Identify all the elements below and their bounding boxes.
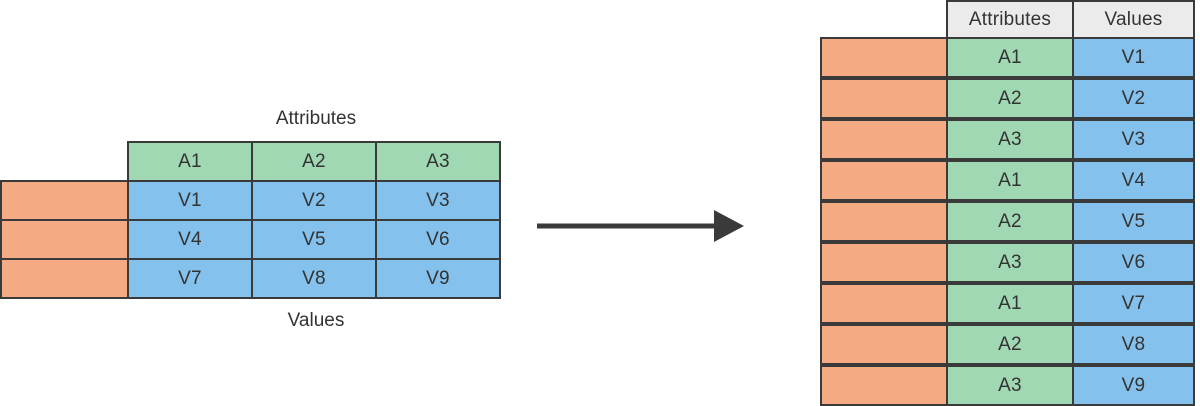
source-attribute-header-cell: A1 xyxy=(127,141,253,182)
result-key-cell xyxy=(820,78,948,119)
source-value-cell: V7 xyxy=(127,258,253,299)
result-header-attributes: Attributes xyxy=(946,0,1074,39)
source-value-cell: V2 xyxy=(251,180,377,221)
result-attribute-cell: A3 xyxy=(946,365,1074,406)
result-value-cell: V9 xyxy=(1072,365,1195,406)
result-attribute-cell: A3 xyxy=(946,119,1074,160)
result-attribute-cell: A1 xyxy=(946,283,1074,324)
result-attribute-cell: A1 xyxy=(946,160,1074,201)
source-attribute-header-cell: A3 xyxy=(375,141,501,182)
source-key-cell xyxy=(0,180,129,221)
result-key-cell xyxy=(820,201,948,242)
source-value-cell: V6 xyxy=(375,219,501,260)
result-value-cell: V3 xyxy=(1072,119,1195,160)
result-value-cell: V7 xyxy=(1072,283,1195,324)
arrow-icon xyxy=(537,210,744,242)
result-key-cell xyxy=(820,365,948,406)
source-value-cell: V1 xyxy=(127,180,253,221)
result-value-cell: V8 xyxy=(1072,324,1195,365)
result-key-cell xyxy=(820,37,948,78)
transform-arrow xyxy=(530,200,750,256)
result-key-cell xyxy=(820,242,948,283)
source-key-cell xyxy=(0,219,129,260)
source-value-cell: V5 xyxy=(251,219,377,260)
result-value-cell: V2 xyxy=(1072,78,1195,119)
source-key-cell xyxy=(0,258,129,299)
result-attribute-cell: A3 xyxy=(946,242,1074,283)
result-value-cell: V5 xyxy=(1072,201,1195,242)
source-bottom-label: Values xyxy=(287,310,345,331)
result-header-values: Values xyxy=(1072,0,1195,39)
result-value-cell: V4 xyxy=(1072,160,1195,201)
source-value-cell: V3 xyxy=(375,180,501,221)
result-attribute-cell: A2 xyxy=(946,78,1074,119)
source-value-cell: V4 xyxy=(127,219,253,260)
result-value-cell: V1 xyxy=(1072,37,1195,78)
result-key-cell xyxy=(820,160,948,201)
result-value-cell: V6 xyxy=(1072,242,1195,283)
result-attribute-cell: A1 xyxy=(946,37,1074,78)
result-attribute-cell: A2 xyxy=(946,324,1074,365)
result-key-cell xyxy=(820,324,948,365)
result-attribute-cell: A2 xyxy=(946,201,1074,242)
result-key-cell xyxy=(820,119,948,160)
source-value-cell: V8 xyxy=(251,258,377,299)
result-key-cell xyxy=(820,283,948,324)
source-top-label: Attributes xyxy=(275,108,357,129)
source-attribute-header-cell: A2 xyxy=(251,141,377,182)
source-value-cell: V9 xyxy=(375,258,501,299)
